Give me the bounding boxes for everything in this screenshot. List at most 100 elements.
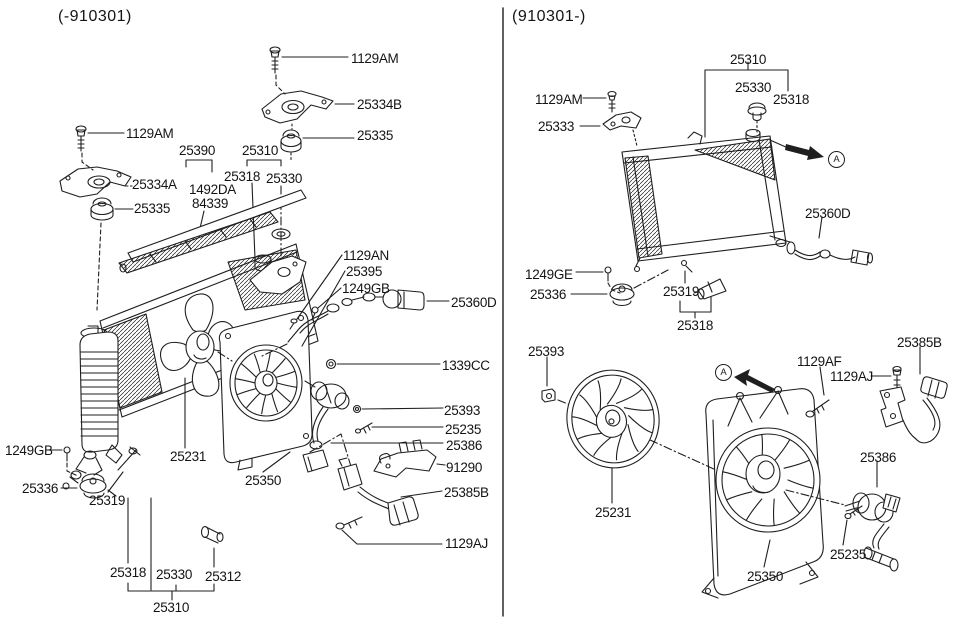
- bolt-1129am-right-icon: [607, 90, 617, 113]
- part-label-1129af: 1129AF: [797, 354, 842, 369]
- part-label-25335-top: 25335: [357, 128, 394, 143]
- bolt-1129aj-right-icon: [892, 365, 902, 393]
- part-label-25319-left: 25319: [89, 493, 126, 508]
- nut-25393-icon: [352, 404, 362, 414]
- view-marker-a-fan: A: [715, 364, 732, 381]
- fan-motor-25386-icon: [302, 380, 350, 473]
- part-label-25395: 25395: [346, 264, 383, 279]
- part-label-25385b-right: 25385B: [897, 335, 942, 350]
- part-label-25393-right: 25393: [528, 344, 565, 359]
- bracket-25334a-icon: [59, 166, 132, 198]
- view-arrow-fan-icon: [734, 369, 775, 393]
- bracket-25333-icon: [602, 111, 642, 131]
- bolt-1129am-side-icon: [75, 125, 87, 152]
- filler-neck-icon: [249, 254, 307, 295]
- radiator-right: [621, 128, 796, 273]
- part-label-25393-left: 25393: [444, 403, 481, 418]
- part-label-25310-top-left: 25310: [242, 143, 279, 158]
- part-label-1129am-top-left: 1129AM: [351, 51, 399, 66]
- part-label-25318-top-left: 25318: [224, 169, 261, 184]
- part-label-1492da: 1492DA: [189, 182, 236, 197]
- part-label-25334b: 25334B: [357, 97, 402, 112]
- clip-25319-icon: [117, 446, 141, 471]
- left-panel-art: [47, 46, 450, 601]
- part-label-25235-right: 25235: [830, 547, 867, 562]
- bushing-25335-top-icon: [280, 129, 302, 153]
- part-label-25350-right: 25350: [747, 569, 784, 584]
- part-label-25310-bottom: 25310: [153, 600, 190, 615]
- harness-25385b-right-icon: [879, 376, 948, 444]
- bracket-25334b-icon: [261, 90, 334, 124]
- part-label-25350-left: 25350: [245, 473, 282, 488]
- part-label-25335-side: 25335: [134, 201, 171, 216]
- screw-1249gb-icon: [311, 306, 319, 321]
- right-panel-header: (910301-): [512, 8, 586, 25]
- view-marker-a-radiator: A: [828, 151, 845, 168]
- part-label-1249gb-bottom: 1249GB: [5, 443, 53, 458]
- plug-25312-icon: [200, 525, 224, 544]
- part-label-25318-right-top: 25318: [773, 92, 810, 107]
- part-label-25319-right: 25319: [663, 284, 700, 299]
- view-arrow-icon: [785, 144, 824, 160]
- part-label-25360d-left: 25360D: [451, 295, 497, 310]
- part-label-1129am-right: 1129AM: [535, 92, 583, 107]
- screw-1249ge-icon: [604, 266, 612, 282]
- grommet-25330-right-icon: [747, 102, 767, 122]
- nut-1339cc-icon: [325, 358, 337, 370]
- fan-motor-25386-right-icon: [844, 492, 901, 572]
- part-label-25386-right: 25386: [860, 450, 897, 465]
- part-label-25318-right-mid: 25318: [677, 318, 714, 333]
- part-label-25386-left: 25386: [446, 438, 483, 453]
- screw-1249gb-bottom-icon: [63, 446, 71, 462]
- ribbed-tank-icon: [62, 325, 123, 490]
- part-label-25333: 25333: [538, 119, 575, 134]
- part-label-1129am-side-left: 1129AM: [126, 126, 174, 141]
- fan-shroud-25350-right-icon: [701, 385, 824, 599]
- part-label-25312: 25312: [205, 569, 242, 584]
- drain-cock-icon: [693, 278, 727, 300]
- left-panel-header: (-910301): [58, 8, 132, 25]
- part-label-84339: 84339: [192, 196, 229, 211]
- part-label-25385b-left: 25385B: [444, 485, 489, 500]
- fan-blade-25231-right-icon: [566, 369, 660, 469]
- bolt-1129am-top-icon: [269, 46, 281, 74]
- screw-25319-right-icon: [680, 259, 693, 273]
- fan-shroud-25350-icon: [218, 310, 313, 471]
- part-label-1249ge: 1249GE: [525, 267, 573, 282]
- nut-25393-right-icon: [541, 388, 556, 403]
- part-label-1129an: 1129AN: [343, 248, 389, 263]
- screw-1129an-icon: [289, 318, 298, 330]
- thermo-sensor-25360d-right-icon: [775, 238, 874, 266]
- thermo-sensor-25360d-icon: [287, 289, 425, 343]
- part-label-91290: 91290: [446, 460, 483, 475]
- screw-25235-right-icon: [844, 505, 863, 520]
- part-label-25330-bottom: 25330: [156, 567, 193, 582]
- radiator-support-slat: [118, 189, 307, 274]
- part-label-25360d-right: 25360D: [805, 206, 851, 221]
- harness-25385b-icon: [337, 457, 419, 526]
- part-label-25318-bottom: 25318: [110, 565, 147, 580]
- bushing-25335-side-icon: [90, 197, 114, 221]
- part-label-25330-top-left: 25330: [266, 171, 303, 186]
- part-label-1129aj-left: 1129AJ: [445, 536, 488, 551]
- right-panel-art: [541, 61, 948, 599]
- part-label-1249gb-mid: 1249GB: [342, 281, 390, 296]
- part-label-25330-right: 25330: [735, 80, 772, 95]
- part-label-25336-right: 25336: [530, 287, 567, 302]
- part-label-25231-right: 25231: [595, 505, 632, 520]
- bracket-91290-icon: [373, 439, 437, 478]
- part-label-1129aj-right: 1129AJ: [830, 369, 873, 384]
- drain-plug-25336-right-icon: [609, 283, 635, 307]
- part-label-25336-left: 25336: [22, 481, 59, 496]
- part-label-25310-right: 25310: [730, 52, 767, 67]
- part-label-25334a: 25334A: [132, 177, 177, 192]
- part-label-25235-left: 25235: [445, 422, 482, 437]
- drain-plug-25336-icon: [69, 473, 117, 499]
- screw-25235-icon: [354, 422, 373, 434]
- washer-25330-icon: [271, 228, 291, 240]
- bolt-1129af-icon: [805, 399, 830, 418]
- part-label-25231-left: 25231: [170, 449, 207, 464]
- bolt-1129aj-icon: [335, 516, 363, 530]
